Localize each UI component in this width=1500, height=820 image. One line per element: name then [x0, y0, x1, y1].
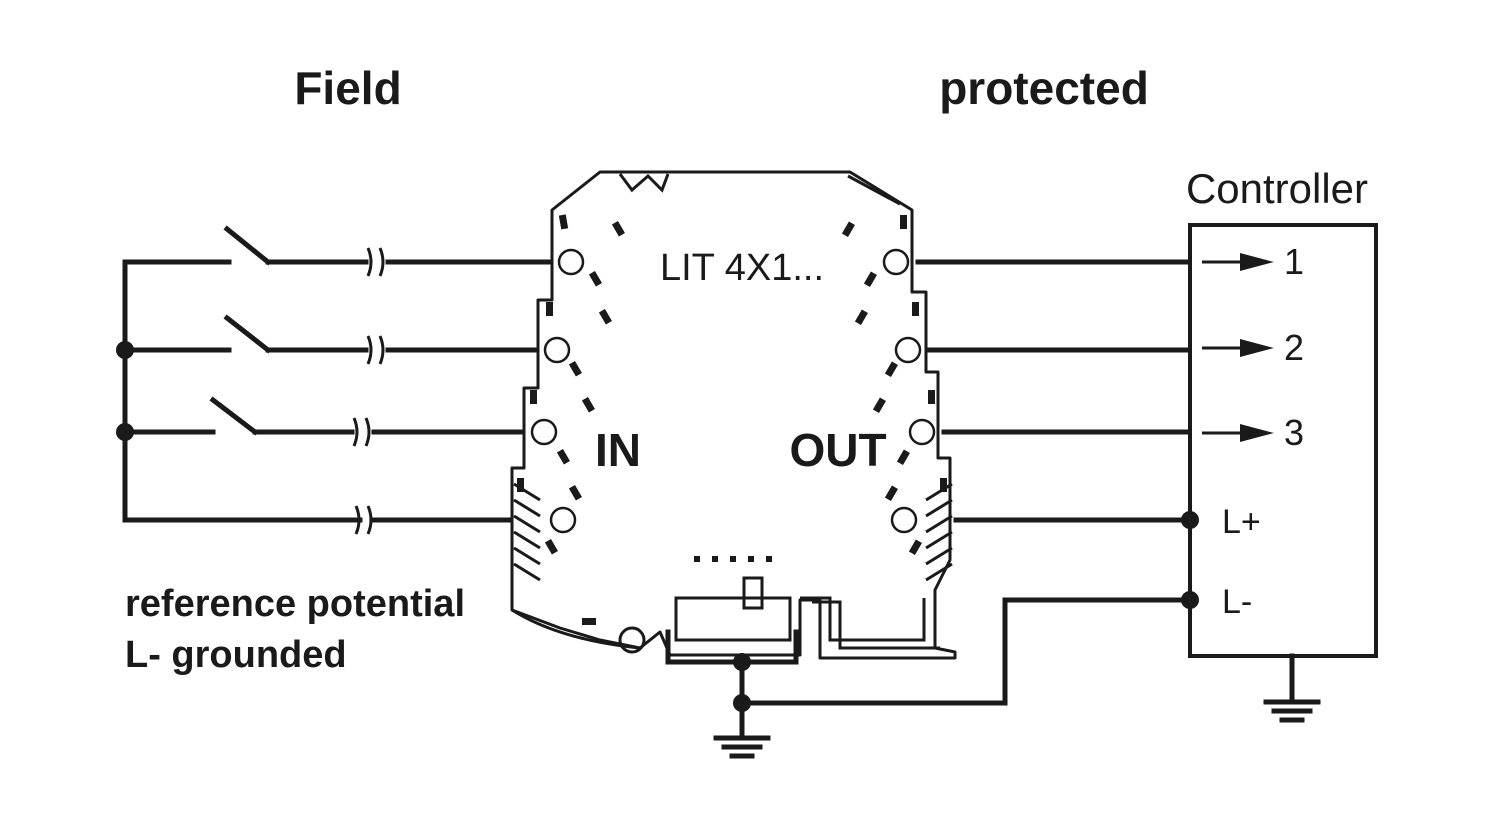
ground-to-l-minus-wire [739, 597, 1193, 706]
out-label: OUT [789, 424, 886, 476]
field-heading: Field [294, 62, 401, 114]
protected-heading: protected [939, 62, 1149, 114]
release-knob [618, 626, 646, 654]
arrow-head-icon [1240, 253, 1274, 271]
controller-input-1: 1 [1284, 241, 1304, 282]
controller-input-3: 3 [1284, 412, 1304, 453]
terminal-in-1 [557, 248, 585, 276]
module-ground [665, 597, 1193, 759]
terminal-out-4 [890, 506, 918, 534]
line-break-marks [352, 247, 385, 535]
controller-l-plus: L+ [1222, 503, 1261, 541]
reference-note-line-1: reference potential [125, 583, 465, 625]
field-wiring [116, 225, 555, 535]
top-edge-line [847, 174, 901, 206]
terminal-in-2 [543, 336, 571, 364]
arrow-head-icon [1240, 339, 1274, 357]
output-wiring [915, 259, 1193, 523]
junction-dot [116, 423, 134, 441]
top-latch [618, 173, 670, 193]
din-rail-clip-inner [812, 600, 940, 650]
in-label: IN [595, 424, 641, 476]
arrow-head-icon [1240, 424, 1274, 442]
din-rail-foot [674, 596, 792, 642]
junction-dot [733, 653, 751, 671]
release-tab [742, 576, 764, 610]
switch-2-contact [223, 314, 272, 354]
switch-3-contact [209, 396, 259, 436]
junction-dot [1181, 591, 1199, 609]
module-type-label: LIT 4X1... [660, 247, 824, 289]
terminal-out-3 [908, 418, 936, 446]
terminal-dashes-left [517, 214, 625, 625]
terminal-in-4 [549, 506, 577, 534]
terminal-in-3 [530, 418, 558, 446]
isolator-module: LIT 4X1... IN OUT [510, 170, 957, 660]
terminal-out-1 [882, 248, 910, 276]
vent-slots-right [925, 482, 953, 582]
controller-box [1188, 223, 1378, 658]
ground-bridge [665, 629, 799, 665]
switch-1-contact [223, 225, 272, 266]
reference-note-line-2: L- grounded [125, 634, 347, 676]
junction-dot [116, 341, 134, 359]
module-housing [510, 170, 957, 660]
controller-input-2: 2 [1284, 327, 1304, 368]
terminal-dashes-right [841, 215, 947, 556]
din-rail-clip [800, 596, 926, 642]
field-common-rail [122, 259, 363, 523]
controller-l-minus: L- [1222, 583, 1252, 621]
junction-dot [1181, 511, 1199, 529]
controller: 1 2 3 L+ L- [1181, 223, 1378, 723]
led-row [694, 556, 772, 562]
terminal-out-2 [894, 336, 922, 364]
controller-heading: Controller [1186, 165, 1368, 212]
vent-slots-left [513, 482, 541, 582]
